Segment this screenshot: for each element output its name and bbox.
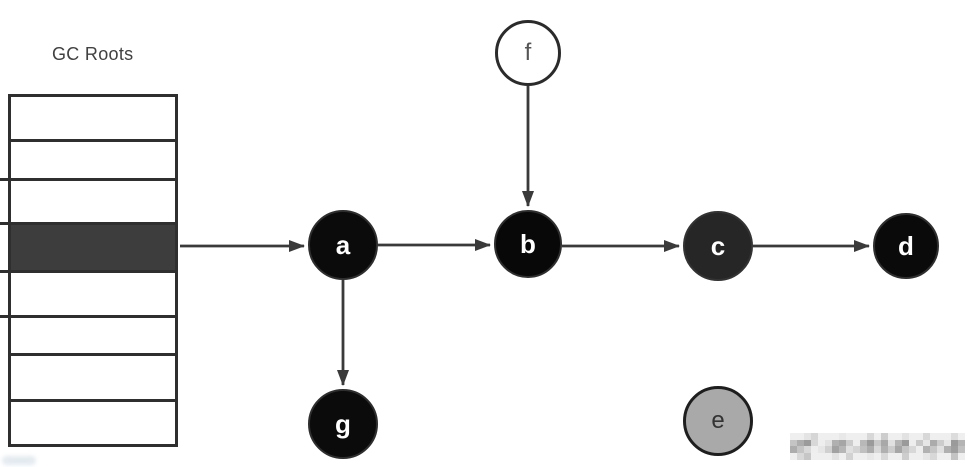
- stack-row-divider-overshoot: [0, 178, 8, 181]
- node-g-label: g: [335, 409, 351, 439]
- stack-row-divider: [11, 270, 175, 273]
- node-f: f: [495, 20, 561, 86]
- node-e-label: e: [711, 407, 725, 434]
- node-f-label: f: [524, 39, 532, 66]
- node-g: g: [308, 389, 378, 459]
- stack-row-divider: [11, 315, 175, 318]
- corner-smudge-artifact: [2, 456, 36, 465]
- gc-roots-title: GC Roots: [52, 44, 134, 64]
- gc-roots-stack: [0, 94, 178, 447]
- stack-row-divider-overshoot: [0, 270, 8, 273]
- node-a: a: [308, 210, 378, 280]
- stack-row-divider: [11, 178, 175, 181]
- stack-row-divider-overshoot: [0, 222, 8, 225]
- node-b-label: b: [520, 229, 536, 259]
- stack-row-divider: [11, 222, 175, 225]
- node-c: c: [683, 211, 753, 281]
- stack-row-divider: [11, 139, 175, 142]
- stack-row-divider-overshoot: [0, 315, 8, 318]
- stack-row-divider: [11, 399, 175, 402]
- node-b: b: [494, 210, 562, 278]
- node-c-label: c: [710, 231, 726, 261]
- node-d-label: d: [898, 231, 914, 261]
- node-d: d: [873, 213, 939, 279]
- gc-root-highlighted-slot: [11, 222, 175, 270]
- node-a-label: a: [335, 230, 351, 260]
- node-e: e: [683, 386, 753, 456]
- stack-row-divider: [11, 353, 175, 356]
